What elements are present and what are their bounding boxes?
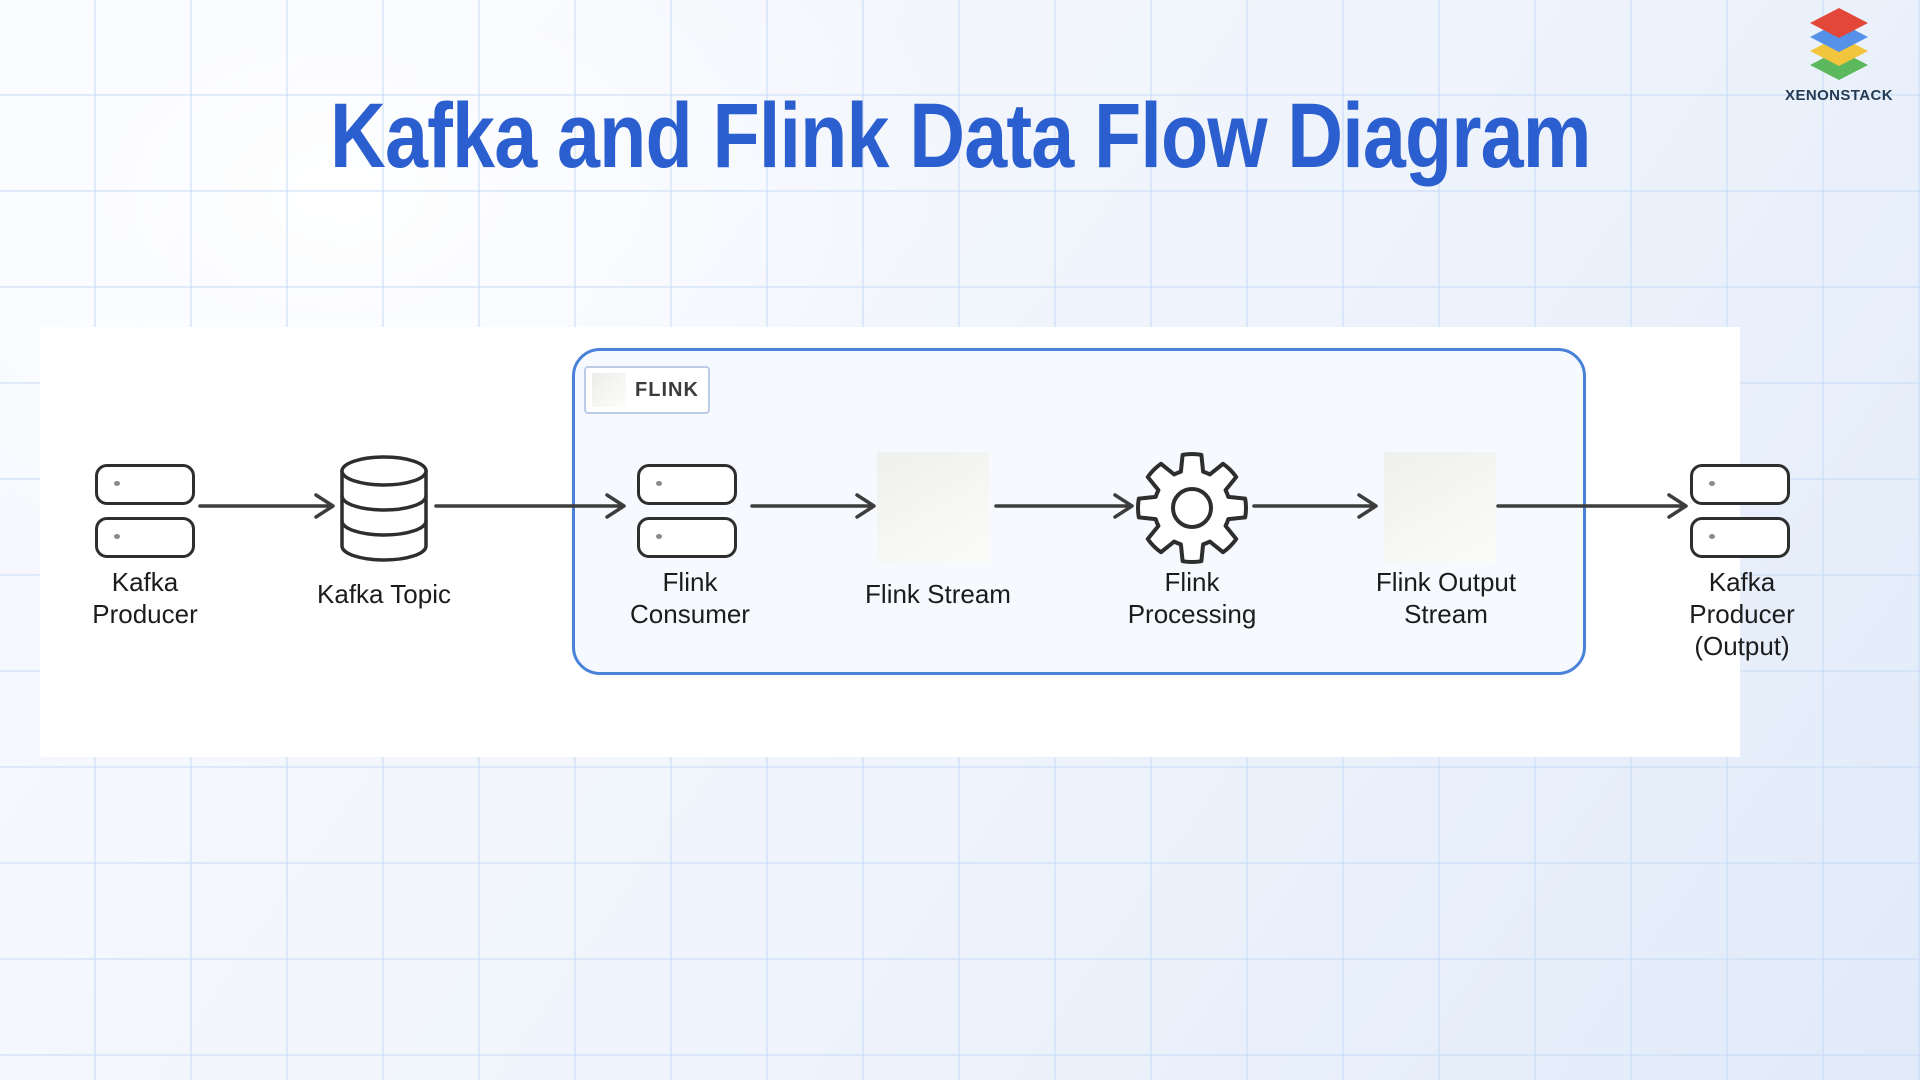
kafka-producer-queue-icon (95, 464, 195, 570)
queue-dot (114, 534, 120, 539)
queue-rect (95, 464, 195, 505)
xenonstack-stack-icon (1810, 8, 1868, 80)
kafka-producer-output-queue-icon (1690, 464, 1790, 570)
queue-dot (656, 534, 662, 539)
logo-text: XENONSTACK (1785, 87, 1893, 104)
flink-logo-placeholder (592, 373, 626, 407)
queue-dot (656, 481, 662, 486)
flink-badge-label: FLINK (635, 378, 699, 401)
flink-consumer-queue-icon (637, 464, 737, 570)
queue-dot (114, 481, 120, 486)
flink-consumer-label: Flink Consumer (630, 567, 750, 629)
page-title: Kafka and Flink Data Flow Diagram (329, 85, 1591, 187)
flink-output-stream-image-placeholder (1384, 452, 1496, 564)
queue-dot (1709, 481, 1715, 486)
kafka-producer-output-label: Kafka Producer (Output) (1689, 567, 1795, 661)
flink-badge: FLINK (584, 366, 710, 414)
queue-rect (637, 464, 737, 505)
flink-stream-image-placeholder (877, 452, 989, 564)
queue-rect (1690, 517, 1790, 558)
queue-dot (1709, 534, 1715, 539)
queue-rect (637, 517, 737, 558)
flink-output-stream-label: Flink Output Stream (1375, 567, 1517, 629)
queue-rect (95, 517, 195, 558)
flink-processing-gear-icon (1136, 452, 1248, 564)
title-wrap: Kafka and Flink Data Flow Diagram (0, 84, 1920, 189)
flink-processing-label: Flink Processing (1127, 567, 1257, 629)
kafka-topic-label: Kafka Topic (317, 579, 451, 609)
queue-rect (1690, 464, 1790, 505)
kafka-topic-database-icon (340, 455, 428, 562)
xenonstack-logo: XENONSTACK (1780, 8, 1898, 104)
kafka-producer-label: Kafka Producer (92, 567, 198, 629)
flink-stream-label: Flink Stream (865, 579, 1011, 609)
